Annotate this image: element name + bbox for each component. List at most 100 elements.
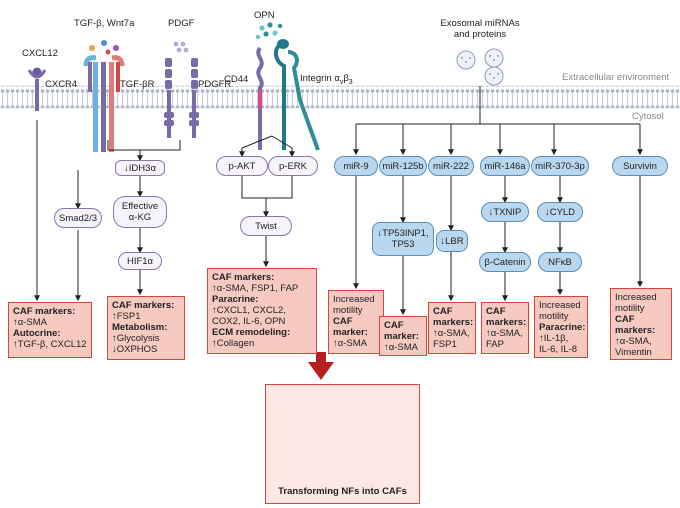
box8-line5: IL-6, IL-8: [539, 344, 578, 355]
box1-line4: ↑TGF-β, CXCL12: [13, 339, 87, 350]
box5-line1: CAF: [384, 320, 404, 331]
box8-line2: motility: [539, 311, 569, 322]
outcome-box-mir9: Increased motility CAF marker: ↑α-SMA: [328, 290, 384, 354]
cxcr4-label: CXCR4: [45, 79, 78, 90]
cd44-receptor: [256, 46, 264, 150]
pdgfr-receptor: [164, 58, 199, 138]
box3-line7: ↑Collagen: [212, 338, 255, 349]
box9-line4: markers:: [615, 325, 656, 336]
opn-ligand-dots: [255, 22, 283, 40]
bcatenin-node: β-Catenin: [479, 252, 531, 272]
box7-line3: ↑α-SMA,: [486, 328, 523, 339]
box2-line4: ↑Glycolysis: [112, 333, 160, 344]
box9-line6: Vimentin: [615, 347, 652, 358]
exosomal-label-line2: and proteins: [453, 29, 507, 40]
box4-line3: CAF: [333, 316, 353, 327]
mir146a-node: miR-146a: [480, 156, 530, 176]
outcome-box-cxcr4: CAF markers: ↑α-SMA Autocrine: ↑TGF-β, C…: [8, 302, 92, 358]
akg-node: Effective α-KG: [113, 196, 167, 228]
outcome-box-mir370: Increased motility Paracrine: ↑IL-1β, IL…: [534, 296, 588, 358]
box2-line3: Metabolism:: [112, 322, 168, 333]
connectors: [34, 86, 643, 316]
txnip-node: ↓TXNIP: [481, 202, 529, 222]
mir370-node: miR-370-3p: [531, 156, 589, 176]
box4-line2: motility: [333, 305, 363, 316]
exosome-icons: [456, 48, 504, 86]
box3-line3: Paracrine:: [212, 294, 259, 305]
box1-line1: CAF markers:: [13, 306, 76, 317]
pdgf-label: PDGF: [168, 18, 195, 29]
box3-line2: ↑α-SMA, FSP1, FAP: [212, 283, 299, 294]
tgfb-wnt7a-label: TGF-β, Wnt7a: [74, 18, 135, 29]
perk-node: p-ERK: [268, 156, 318, 176]
final-outcome-label: Transforming NFs into CAFs: [278, 486, 407, 497]
tp53-line2: TP53: [391, 239, 415, 250]
box6-line1: CAF: [433, 306, 453, 317]
cxcl12-label: CXCL12: [22, 48, 58, 59]
outcome-box-mir146a: CAF markers: ↑α-SMA, FAP: [481, 302, 529, 354]
akg-line2: α-KG: [128, 212, 152, 223]
cyld-node: ↓CYLD: [537, 202, 583, 222]
box8-line4: ↑IL-1β,: [539, 333, 569, 344]
box2-line5: ↓OXPHOS: [112, 344, 158, 355]
box9-line5: ↑α-SMA,: [615, 336, 652, 347]
twist-node: Twist: [240, 216, 292, 236]
mir9-node: miR-9: [334, 156, 378, 176]
box4-line5: ↑α-SMA: [333, 338, 367, 349]
extracellular-label: Extracellular environment: [562, 72, 670, 83]
box2-line1: CAF markers:: [112, 300, 175, 311]
smad-node: Smad2/3: [54, 208, 102, 228]
lbr-node: ↓LBR: [436, 230, 468, 252]
box8-line1: Increased: [539, 300, 581, 311]
box3-line6: ECM remodeling:: [212, 327, 291, 338]
cd44-label: CD44: [224, 74, 249, 85]
exosomal-label-line1: Exosomal miRNAs: [440, 18, 520, 29]
tp53-node: ↓TP53INP1, TP53: [372, 222, 434, 256]
survivin-node: Survivin: [612, 156, 668, 176]
box4-line1: Increased: [333, 294, 375, 305]
outcome-box-mir222: CAF markers: ↑α-SMA, FSP1: [428, 302, 476, 354]
box7-line1: CAF: [486, 306, 506, 317]
mir222-node: miR-222: [428, 156, 474, 176]
final-outcome-box: Transforming NFs into CAFs: [265, 384, 420, 504]
box2-line2: ↑FSP1: [112, 311, 141, 322]
hif1a-node: HIF1α: [118, 252, 162, 270]
box6-line4: FSP1: [433, 339, 457, 350]
box5-line3: ↑α-SMA: [384, 342, 418, 353]
outcome-box-metabolism: CAF markers: ↑FSP1 Metabolism: ↑Glycolys…: [107, 296, 185, 360]
box5-line2: marker:: [384, 331, 419, 342]
cxcr4-receptor: [27, 67, 47, 111]
tgf-ligand-dots: [89, 40, 119, 55]
box6-line2: markers:: [433, 317, 474, 328]
pdgf-ligand-dots: [173, 41, 189, 53]
box3-line5: COX2, IL-6, OPN: [212, 316, 286, 327]
integrin-label-text: Integrin αvβ3: [300, 73, 353, 86]
pakt-node: p-AKT: [216, 156, 268, 176]
box4-line4: marker:: [333, 327, 368, 338]
pdgfr-label: PDGFR: [198, 79, 232, 90]
akg-line1: Effective: [121, 201, 159, 212]
outcome-box-twist: CAF markers: ↑α-SMA, FSP1, FAP Paracrine…: [207, 268, 317, 354]
outcome-box-mir125b: CAF marker: ↑α-SMA: [379, 316, 427, 356]
nfkb-node: NFκB: [538, 252, 582, 272]
opn-label: OPN: [254, 10, 275, 21]
box6-line3: ↑α-SMA,: [433, 328, 470, 339]
outcome-box-survivin: Increased motility CAF markers: ↑α-SMA, …: [610, 288, 672, 360]
big-down-arrow: [308, 352, 334, 380]
box7-line4: FAP: [486, 339, 504, 350]
box3-line1: CAF markers:: [212, 272, 275, 283]
box1-line3: Autocrine:: [13, 328, 61, 339]
idh3a-node: ↓IDH3α: [115, 160, 165, 176]
box9-line3: CAF: [615, 314, 635, 325]
box3-line4: ↑CXCL1, CXCL2,: [212, 305, 286, 316]
box1-line2: ↑α-SMA: [13, 317, 47, 328]
tgfbr-label: TGF-βR: [120, 79, 155, 90]
tgfbr-receptor: [83, 55, 125, 152]
integrin-receptor: [273, 39, 320, 151]
box7-line2: markers:: [486, 317, 527, 328]
mir125b-node: miR-125b: [379, 156, 427, 176]
tp53-line1: ↓TP53INP1,: [377, 228, 429, 239]
box9-line1: Increased: [615, 292, 657, 303]
cytosol-label: Cytosol: [632, 111, 664, 122]
